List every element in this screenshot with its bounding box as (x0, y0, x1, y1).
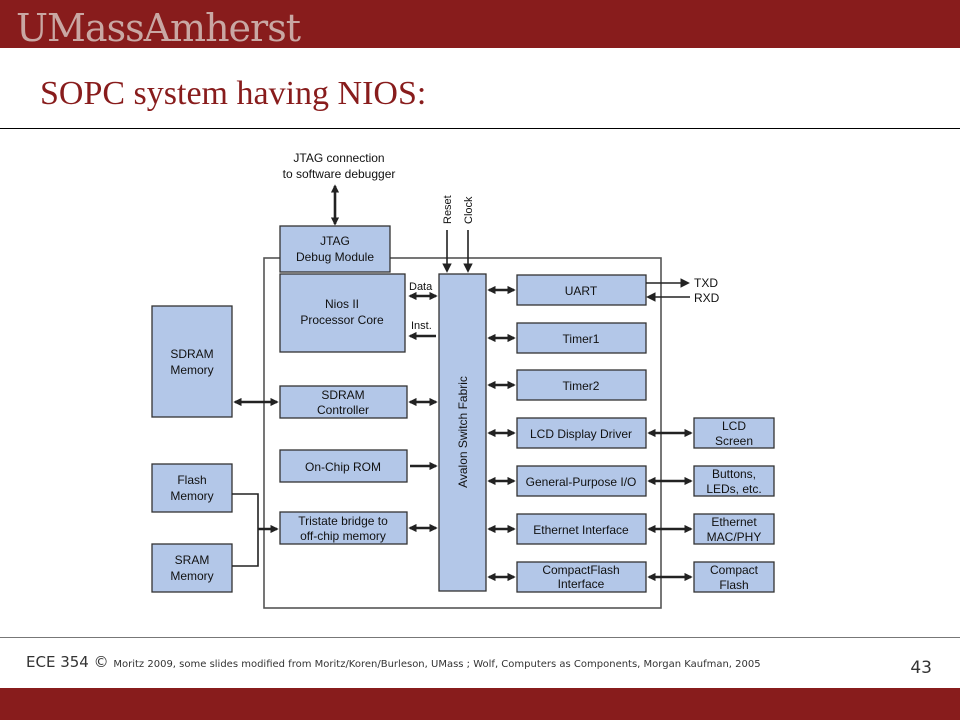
tristate-bridge-label-1: Tristate bridge to (298, 514, 388, 528)
compact-flash-label-1: Compact (710, 563, 759, 577)
footer-bar (0, 688, 960, 720)
compactflash-interface-label-1: CompactFlash (542, 563, 619, 577)
ethernet-interface-block (516, 513, 647, 545)
sdram-memory (151, 305, 233, 418)
reset-label: Reset (442, 195, 454, 224)
sram-memory (151, 543, 233, 593)
timer1-label: Timer1 (563, 332, 600, 346)
timer2-label: Timer2 (563, 379, 600, 393)
header-bar: UMassAmherst (0, 0, 960, 50)
buttons-leds-label-1: Buttons, (712, 467, 756, 481)
flash-memory (151, 463, 233, 513)
sdram-controller-label-2: Controller (317, 403, 369, 417)
buttons-leds-label-2: LEDs, etc. (706, 482, 761, 496)
ethernet-interface-label: Ethernet Interface (533, 523, 629, 537)
lcd-screen (693, 417, 775, 449)
lcd-driver-block (516, 417, 647, 449)
compact-flash-card (693, 561, 775, 593)
timer1-block (516, 322, 647, 354)
onchip-rom (279, 449, 408, 483)
rxd-label: RXD (694, 291, 720, 305)
lcd-driver-label: LCD Display Driver (530, 427, 632, 441)
compact-flash-label-2: Flash (719, 578, 748, 592)
lcd-screen-label-2: Screen (715, 434, 753, 448)
uart-label: UART (565, 284, 598, 298)
title-divider (0, 128, 960, 129)
ethernet-mac-phy (693, 513, 775, 545)
nios-processor-core (279, 273, 406, 353)
avalon-switch-fabric (438, 273, 487, 592)
ethernet-phy-label-1: Ethernet (711, 515, 757, 529)
jtag-module-label-1: JTAG (320, 234, 350, 248)
compactflash-interface-label-2: Interface (558, 577, 605, 591)
data-bus-label: Data (409, 281, 433, 293)
memory-bus-bracket (232, 493, 259, 567)
onchip-rom-label: On-Chip ROM (305, 460, 381, 474)
buttons-leds (693, 465, 775, 497)
sdram-memory-label-2: Memory (170, 363, 213, 377)
page-number: 43 (910, 658, 932, 678)
sram-memory-label-2: Memory (170, 569, 213, 583)
copyright-symbol: © (88, 653, 114, 671)
gpio-block (516, 465, 647, 497)
tristate-bridge-label-2: off-chip memory (300, 529, 386, 543)
jtag-debug-module (279, 225, 391, 273)
sdram-controller (279, 385, 408, 419)
tristate-bridge (279, 511, 408, 545)
sopc-block-diagram: JTAG connection to software debugger Res… (151, 151, 775, 609)
flash-memory-label-2: Memory (170, 489, 213, 503)
slide-title: SOPC system having NIOS: (40, 75, 427, 112)
avalon-fabric-label: Avalon Switch Fabric (456, 376, 470, 488)
footer-divider (0, 637, 960, 638)
gpio-label: General-Purpose I/O (526, 475, 637, 489)
jtag-connection-label-1: JTAG connection (293, 151, 384, 165)
footer-credits: ECE 354 © Moritz 2009, some slides modif… (26, 652, 761, 671)
txd-label: TXD (694, 276, 718, 290)
sram-memory-label-1: SRAM (175, 553, 210, 567)
nios-core-label-2: Processor Core (300, 313, 384, 327)
sdram-controller-label-1: SDRAM (321, 388, 364, 402)
lcd-screen-label-1: LCD (722, 419, 746, 433)
jtag-connection-label-2: to software debugger (283, 167, 396, 181)
clock-label: Clock (463, 196, 475, 224)
nios-core-label-1: Nios II (325, 297, 359, 311)
ethernet-phy-label-2: MAC/PHY (707, 530, 762, 544)
sdram-memory-label-1: SDRAM (170, 347, 213, 361)
course-code: ECE 354 (26, 653, 89, 671)
uart-block (516, 274, 647, 306)
umass-logo: UMassAmherst (16, 6, 301, 50)
flash-memory-label-1: Flash (177, 473, 206, 487)
jtag-module-label-2: Debug Module (296, 250, 374, 264)
inst-bus-label: Inst. (411, 320, 432, 332)
timer2-block (516, 369, 647, 401)
compactflash-interface-block (516, 561, 647, 593)
credit-text: Moritz 2009, some slides modified from M… (113, 659, 761, 670)
